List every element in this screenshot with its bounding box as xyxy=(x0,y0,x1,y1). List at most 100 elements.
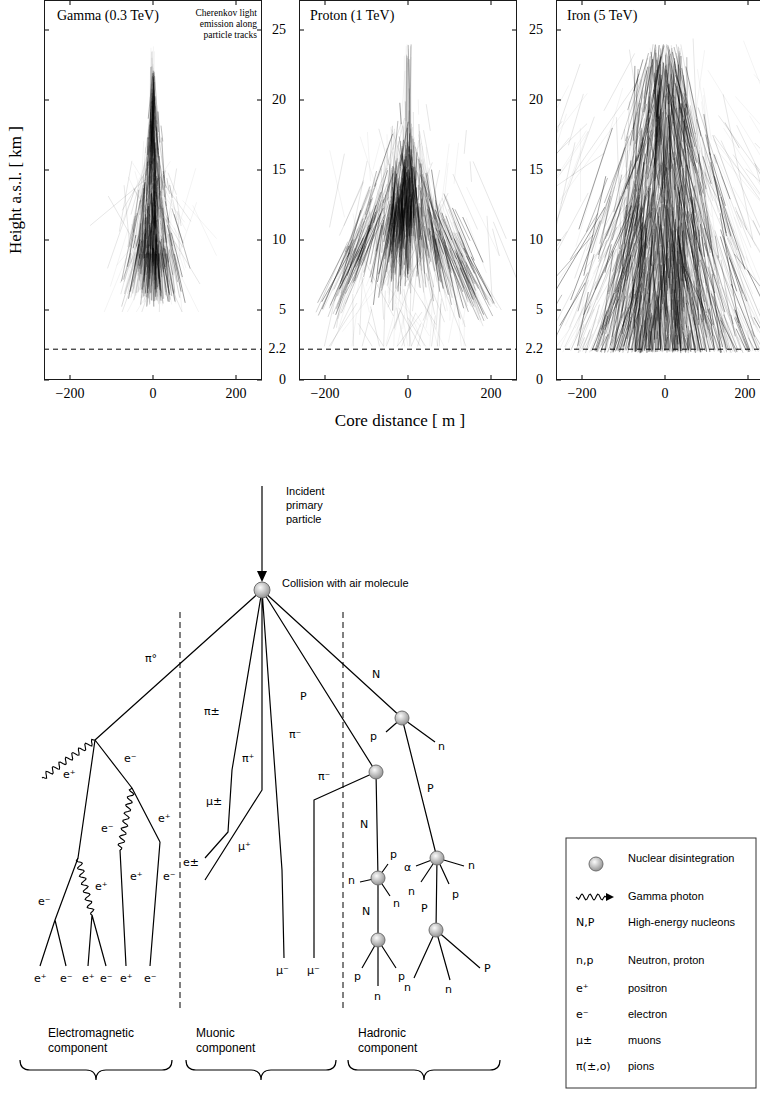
particle-label: e⁺ xyxy=(82,972,95,986)
particle-label: e⁻ xyxy=(144,972,157,986)
track-set xyxy=(128,93,186,307)
particle-label: P xyxy=(421,902,428,916)
legend-text: High-energy nucleons xyxy=(628,916,740,929)
tick-label: 5 xyxy=(279,302,286,318)
tick-label: 15 xyxy=(272,162,286,178)
separator-line xyxy=(180,612,181,1010)
tick-label: 200 xyxy=(481,386,502,402)
tick-label: 0 xyxy=(279,372,286,388)
legend-text: positron xyxy=(628,982,740,995)
legend-text: muons xyxy=(628,1034,740,1047)
particle-label: N xyxy=(362,905,370,919)
particle-label: π⁺ xyxy=(242,752,254,766)
tick-label: −200 xyxy=(56,386,85,402)
tick-label: −200 xyxy=(311,386,340,402)
particle-label: e⁻ xyxy=(38,895,51,909)
particle-label: e± xyxy=(183,856,199,870)
legend-symbol: e⁻ xyxy=(576,1008,589,1022)
legend-text: Gamma photon xyxy=(628,890,740,903)
particle-label: n xyxy=(408,885,415,899)
plot-panel: Gamma (0.3 TeV)Cherenkov light emission … xyxy=(44,0,262,380)
legend-text: Nuclear disintegration xyxy=(628,852,740,865)
particle-label: P xyxy=(484,962,491,976)
tick-label: 20 xyxy=(529,92,543,108)
track-set xyxy=(122,67,191,307)
particle-label: e⁻ xyxy=(124,752,137,766)
particle-label: n xyxy=(445,983,452,997)
cherenkov-tracks xyxy=(90,35,760,353)
particle-label: e⁺ xyxy=(158,812,171,826)
track-set xyxy=(90,52,200,313)
tick-label: −200 xyxy=(568,386,597,402)
legend-symbol: N,P xyxy=(576,916,594,930)
particle-label: N xyxy=(372,668,380,682)
particle-label: P xyxy=(300,690,307,704)
legend-symbol: π(±,o) xyxy=(576,1060,611,1074)
shower-image xyxy=(556,35,760,353)
track-set xyxy=(556,45,760,354)
particle-label: n xyxy=(468,859,475,873)
tick-label: 25 xyxy=(272,22,286,38)
gamma-wave xyxy=(76,858,93,915)
shower-image xyxy=(90,46,217,312)
ground-level-line xyxy=(556,349,760,350)
particle-label: π⁻ xyxy=(289,728,301,742)
gamma-wave xyxy=(118,788,134,850)
particle-label: n xyxy=(348,874,355,888)
legend-box xyxy=(566,838,756,1088)
tick-label: 2.2 xyxy=(526,341,544,357)
panel-title: Proton (1 TeV) xyxy=(310,7,394,24)
particle-label: p xyxy=(390,848,397,862)
particle-label: π° xyxy=(145,652,157,666)
particle-label: n xyxy=(404,981,411,995)
particle-label: e⁻ xyxy=(163,870,176,884)
particle-label: e⁺ xyxy=(95,880,108,894)
tick-marks xyxy=(44,0,262,380)
legend-text: pions xyxy=(628,1060,740,1073)
particle-label: e⁺ xyxy=(63,768,76,782)
component-label: Muonic component xyxy=(196,1026,268,1056)
tick-label: 25 xyxy=(529,22,543,38)
panel-title: Gamma (0.3 TeV) xyxy=(57,7,159,24)
legend-symbol: n,p xyxy=(576,954,593,968)
plot-panel: Iron (5 TeV) xyxy=(556,0,760,380)
panel-title: Iron (5 TeV) xyxy=(567,7,637,24)
legend-symbol: μ± xyxy=(576,1034,592,1048)
particle-label: π⁻ xyxy=(318,770,330,784)
tick-label: 0 xyxy=(405,386,412,402)
track-set xyxy=(322,103,495,318)
tick-marks xyxy=(299,0,517,380)
caption-note: Collision with air molecule xyxy=(282,576,409,590)
particle-label: μ⁻ xyxy=(276,964,289,978)
track-set xyxy=(556,35,760,353)
particle-label: e⁺ xyxy=(130,870,143,884)
particle-label: n xyxy=(374,990,381,1004)
tick-marks xyxy=(556,0,760,380)
legend-symbol: e⁺ xyxy=(576,982,589,996)
ground-level-line xyxy=(299,349,517,350)
particle-tracks xyxy=(40,590,480,986)
particle-label: π± xyxy=(204,705,220,719)
gamma-photons xyxy=(42,740,606,916)
gamma-wave xyxy=(576,894,606,900)
legend-text: electron xyxy=(628,1008,740,1021)
particle-label: p xyxy=(370,730,377,744)
track-set xyxy=(556,44,760,353)
particle-label: α xyxy=(404,861,411,875)
tick-label: 0 xyxy=(662,386,669,402)
particle-label: e⁺ xyxy=(34,972,47,986)
particle-label: p xyxy=(354,970,361,984)
particle-label: e⁻ xyxy=(60,972,73,986)
shower-image xyxy=(316,44,517,346)
particle-label: μ± xyxy=(206,795,222,809)
caption-note: Incident primary particle xyxy=(286,484,342,526)
tick-label: 10 xyxy=(529,232,543,248)
tick-label: 15 xyxy=(529,162,543,178)
tick-label: 20 xyxy=(272,92,286,108)
component-label: Hadronic component xyxy=(358,1026,430,1056)
particle-label: μ⁺ xyxy=(238,840,251,854)
component-label: Electromagnetic component xyxy=(48,1026,148,1056)
particle-label: n xyxy=(393,897,400,911)
plot-panel: Proton (1 TeV) xyxy=(299,0,517,380)
